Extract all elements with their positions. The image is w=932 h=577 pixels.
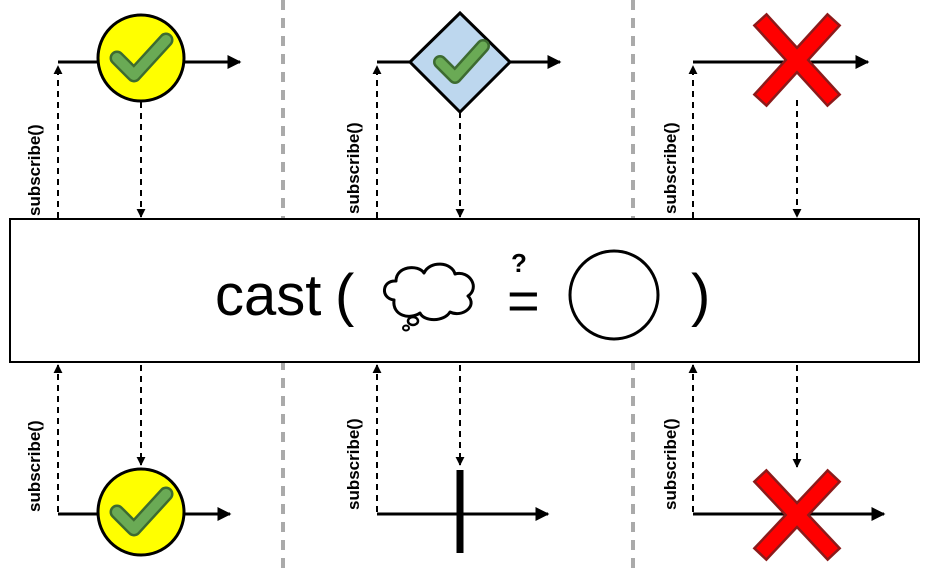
- check-circle-icon: [96, 13, 186, 103]
- open-paren: (: [335, 263, 354, 328]
- subscribe-label-downstream-1: subscribe(): [25, 420, 44, 512]
- subscribe-label-upstream-1: subscribe(): [25, 124, 44, 216]
- subscribe-label-upstream-2: subscribe(): [344, 122, 363, 214]
- error-x-icon: [752, 468, 842, 562]
- subscribe-label-downstream-2: subscribe(): [344, 418, 363, 510]
- question-mark: ?: [511, 248, 527, 278]
- error-x-icon: [752, 12, 842, 108]
- equals-sign: =: [507, 269, 540, 332]
- subscribe-label-upstream-3: subscribe(): [661, 122, 680, 214]
- subscribe-label-downstream-3: subscribe(): [661, 418, 680, 510]
- check-diamond-icon: [407, 10, 513, 115]
- check-circle-icon: [96, 467, 186, 557]
- thought-cloud-icon: [383, 262, 475, 332]
- operator-name: cast: [215, 263, 321, 328]
- close-paren: ): [691, 263, 710, 328]
- empty-circle-icon: [568, 249, 660, 341]
